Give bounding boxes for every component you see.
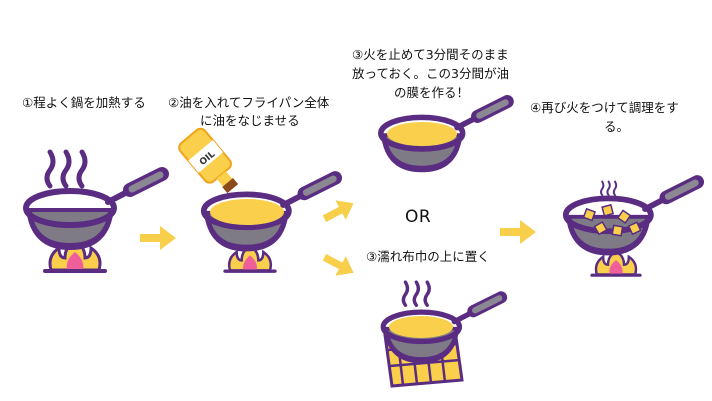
step3a-pan-illustration <box>381 102 507 173</box>
arrow-right-icon <box>140 226 176 250</box>
step4-label-line1: ④再び火をつけて調理をす <box>530 100 679 115</box>
flame-icon <box>590 250 642 277</box>
oil-bottle-icon: OIL <box>178 127 239 194</box>
step1-pan-illustration <box>26 152 162 273</box>
step3a-label-line2: 放っておく。この3分間が油 <box>352 66 509 81</box>
step4-label-line2: る。 <box>604 119 630 134</box>
step3a-label-line1: ③火を止めて3分間そのまま <box>352 47 509 62</box>
steam-icon <box>47 152 85 186</box>
step3a-label-line3: の膜を作る！ <box>394 85 470 100</box>
step2-pan-illustration: OIL <box>178 127 336 273</box>
step2-label-line2: に油をなじませる <box>200 113 300 128</box>
step2-label-line1: ②油を入れてフライパン全体 <box>168 95 330 110</box>
arrow-right-icon <box>500 220 536 244</box>
step4-pan-illustration <box>566 180 697 277</box>
oil-layer <box>387 122 457 146</box>
step3b-label: ③濡れ布巾の上に置く <box>366 249 490 264</box>
steam-icon <box>401 280 432 308</box>
arrow-up-right-icon <box>319 193 359 229</box>
step1-label: ①程よく鍋を加熱する <box>22 95 146 110</box>
food-pieces <box>582 203 642 237</box>
arrow-down-right-icon <box>319 247 359 283</box>
or-label: OR <box>405 207 432 227</box>
oil-layer <box>210 199 284 225</box>
steam-icon <box>599 180 618 197</box>
step3b-pan-illustration <box>383 280 501 388</box>
oil-layer <box>389 316 453 338</box>
